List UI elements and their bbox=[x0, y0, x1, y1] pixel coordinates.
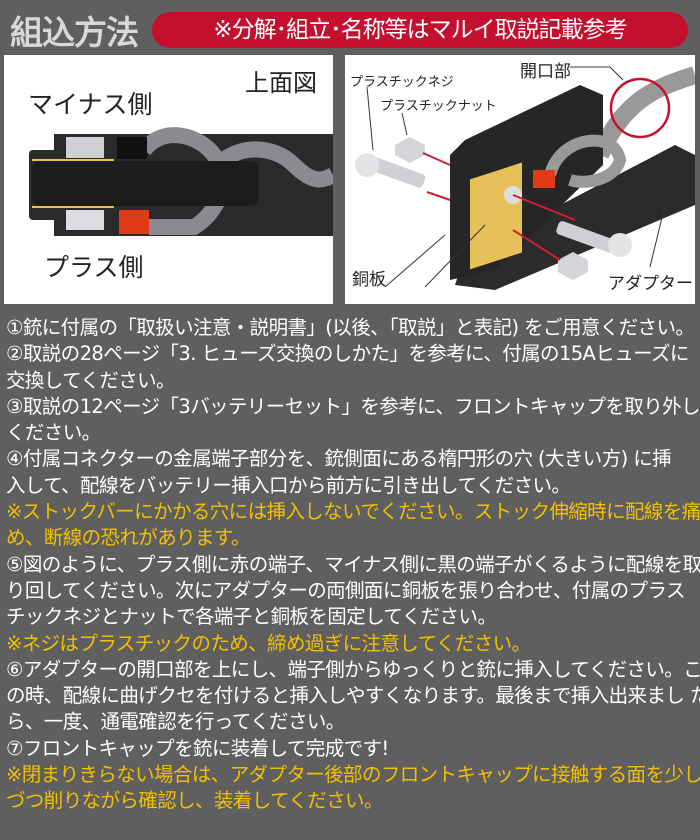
minus-side-label: マイナス側 bbox=[28, 90, 153, 119]
plus-nut bbox=[66, 210, 104, 230]
instruction-line: ③取説の12ページ「3バッテリーセット」を参考に、フロントキャップを取り外して bbox=[6, 394, 700, 418]
opening-label: 開口部 bbox=[520, 62, 571, 82]
warning-line: ※閉まりきらない場合は、アダプター後部のフロントキャップに接触する面を少し bbox=[6, 763, 700, 787]
instruction-list: ①銃に付属の「取扱い注意・説明書」(以後、「取説」と表記) をご用意ください。 ②… bbox=[6, 315, 700, 815]
instruction-line: ください。 bbox=[6, 421, 101, 445]
top-view-illustration bbox=[29, 127, 333, 236]
red-terminal-sleeve bbox=[533, 170, 555, 188]
instruction-line: り回してください。次にアダプターの両側面に銅板を張り合わせ、付属のプラス bbox=[6, 578, 685, 602]
wire-loop bbox=[137, 127, 231, 235]
page-title: 組込方法 bbox=[10, 13, 139, 52]
warning-line: ※ストックバーにかかる穴には挿入しないでください。ストック伸縮時に配線を痛 bbox=[6, 500, 700, 524]
screw-head bbox=[608, 233, 632, 257]
instruction-line: の時、配線に曲げクセを付けると挿入しやすくなります。最後まで挿入出来まし た bbox=[6, 684, 700, 708]
wire-loop bbox=[544, 134, 627, 188]
plastic-screw-right bbox=[556, 221, 616, 253]
instruction-line: チックネジとナットで各端子と銅板を固定してください。 bbox=[6, 605, 497, 629]
opening-highlight-circle bbox=[609, 77, 671, 139]
minus-nut bbox=[66, 137, 104, 158]
leader-lines bbox=[366, 66, 666, 288]
instruction-line: ら、一度、通電確認を行ってください。 bbox=[6, 710, 345, 734]
plastic-screw-left bbox=[366, 156, 426, 188]
assembly-illustration bbox=[355, 66, 695, 290]
instruction-line: ⑤図のように、プラス側に赤の端子、マイナス側に黒の端子がくるように配線を取 bbox=[6, 552, 700, 576]
instruction-line: ④付属コネクターの金属端子部分を、銃側面にある楕円形の穴 (大きい方) に挿 bbox=[6, 447, 672, 471]
copper-plate-label: 銅板 bbox=[352, 270, 386, 290]
reference-note-badge: ※分解･組立･名称等はマルイ取説記載参考 bbox=[152, 12, 688, 48]
screw-head bbox=[355, 153, 379, 177]
plastic-nut-bottom bbox=[558, 252, 588, 280]
warning-line: め、断線の恐れがあります。 bbox=[6, 526, 250, 550]
warning-line: づつ削りながら確認し、装着してください。 bbox=[6, 789, 383, 813]
assembly-diagram: 開口部 プラスチックネジ プラスチックナット 銅板 アダプター bbox=[345, 55, 695, 304]
top-view-label: 上面図 bbox=[245, 69, 317, 97]
inner-bar bbox=[32, 161, 259, 206]
guide-lines bbox=[422, 152, 576, 261]
plus-side-label: プラス側 bbox=[44, 253, 144, 282]
instruction-line: ⑥アダプターの開口部を上にし、端子側からゆっくりと銃に挿入してください。こ bbox=[6, 657, 700, 681]
wire bbox=[202, 141, 333, 188]
black-terminal-sleeve bbox=[117, 137, 147, 159]
copper-plate bbox=[470, 162, 522, 270]
adapter-label: アダプター bbox=[608, 274, 693, 294]
plastic-nut-label: プラスチックナット bbox=[380, 99, 497, 114]
wire bbox=[591, 66, 695, 159]
top-view-diagram: 上面図 マイナス側 プラス側 bbox=[4, 55, 333, 304]
instruction-line: 交換してください。 bbox=[6, 368, 176, 392]
red-terminal-sleeve bbox=[119, 210, 149, 234]
plastic-screw-label: プラスチックネジ bbox=[350, 75, 454, 90]
instruction-line: ①銃に付属の「取扱い注意・説明書」(以後、「取説」と表記) をご用意ください。 bbox=[6, 316, 695, 339]
instruction-line: ⑦フロントキャップを銃に装着して完成です! bbox=[6, 736, 389, 760]
instruction-line: ②取説の28ページ「3. ヒューズ交換のしかた」を参考に、付属の15Aヒューズに bbox=[6, 342, 689, 366]
warning-line: ※ネジはプラスチックのため、締め過ぎに注意してください。 bbox=[6, 631, 531, 655]
plastic-nut-top bbox=[395, 137, 425, 163]
instruction-line: 入して、配線をバッテリー挿入口から前方に引き出してください。 bbox=[6, 473, 571, 497]
